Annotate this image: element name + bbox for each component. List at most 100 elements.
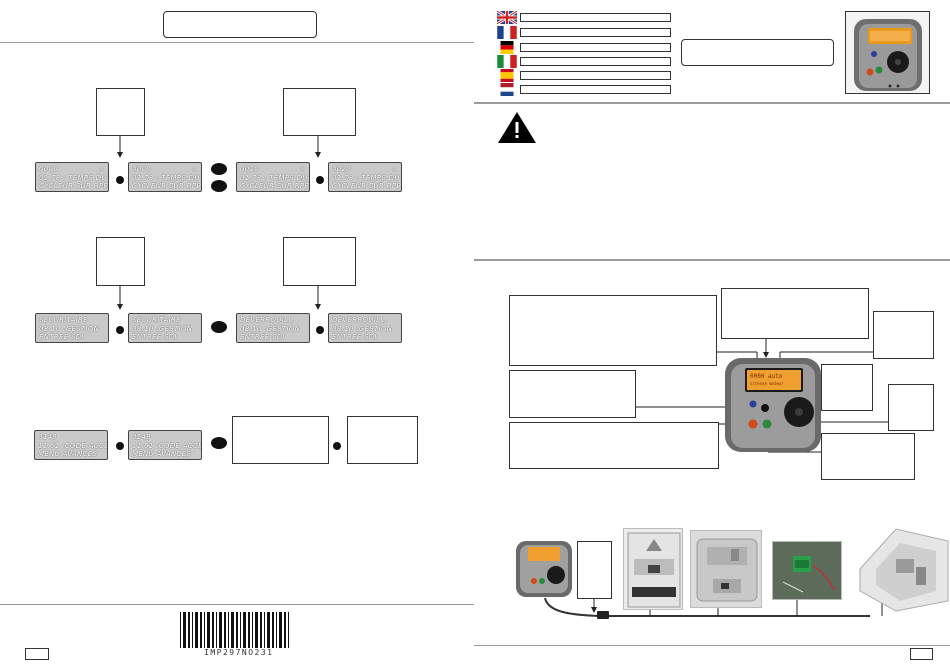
language-line-en — [520, 13, 671, 22]
barcode-bar — [240, 612, 241, 648]
device-screen-line2: vitesse moteur — [750, 381, 784, 386]
right-title-box — [681, 39, 834, 66]
left-top-divider — [0, 42, 474, 43]
barcode-bar — [204, 612, 205, 648]
barcode-bar — [200, 612, 202, 648]
left-title-box — [163, 11, 317, 38]
cable-label-box — [577, 541, 612, 599]
lcd-panel: DEVERROUILL. 08.10 :GESTION ENTREE SDI — [236, 313, 310, 343]
step-box-2 — [283, 88, 356, 136]
language-line-nl — [520, 85, 671, 94]
language-line-es — [520, 71, 671, 80]
barcode-bar — [216, 612, 217, 648]
barcode-bar — [252, 612, 253, 648]
callout-box-6 — [888, 384, 934, 431]
drive-open-photo — [856, 521, 950, 612]
m-button-icon[interactable] — [116, 442, 124, 450]
callout-box-2 — [721, 288, 869, 339]
m-button-icon[interactable] — [333, 442, 341, 450]
m-button-icon[interactable] — [116, 326, 124, 334]
barcode-bar — [288, 612, 289, 648]
lcd-panel: SECURITAIRE 08.10 :GESTION ENTREE SDI — [35, 313, 109, 343]
right-divider-1 — [474, 102, 950, 104]
step-box-3 — [96, 237, 145, 286]
callout-box-3 — [873, 311, 934, 359]
right-divider-2 — [474, 259, 950, 261]
barcode-bar — [272, 612, 274, 648]
barcode-bar — [231, 612, 234, 648]
lcd-indicator-icon: ◌ — [300, 167, 305, 173]
barcode-bar — [228, 612, 229, 648]
callout-box-4 — [509, 370, 636, 418]
barcode-bar — [248, 612, 250, 648]
joystick-up-icon[interactable] — [211, 180, 227, 192]
joystick-icon[interactable] — [211, 437, 227, 449]
m-button-icon[interactable] — [116, 176, 124, 184]
language-line-it — [520, 57, 671, 66]
lcd-panel: 0000 01.78 : TEMPS DU CYCLEUR SUR RPB ◌ — [35, 162, 109, 192]
barcode-bar — [255, 612, 258, 648]
barcode-bar — [243, 612, 246, 648]
barcode-bar — [183, 612, 186, 648]
step-box-1 — [96, 88, 145, 136]
barcode-bar — [192, 612, 193, 648]
barcode-number: IMP297NO231 — [204, 648, 274, 657]
lcd-panel: 0000 01.78 : TEMPS DU CYCLEUR SUR RPB ◌ — [128, 162, 202, 192]
lcd-panel: SECURITAIRE 08.10 :GESTION ENTREE SDI — [128, 313, 202, 343]
language-line-fr — [520, 28, 671, 37]
joystick-right-icon[interactable] — [211, 163, 227, 175]
step-box-5 — [232, 416, 329, 464]
italy-flag-icon — [497, 55, 517, 68]
spain-flag-icon — [500, 69, 514, 82]
barcode-bar — [180, 612, 181, 648]
device-screen-line1: 0000 auto — [750, 373, 783, 380]
germany-flag-icon — [500, 41, 514, 54]
drive-front-photo — [690, 530, 762, 608]
left-bottom-divider — [0, 604, 474, 605]
lcd-panel: 0020 01.78 : TEMPS DU CYCLEUR SUR RPB ◌ — [236, 162, 310, 192]
barcode — [178, 612, 292, 648]
right-page-number-box — [910, 648, 933, 660]
barcode-bar — [276, 612, 277, 648]
lcd-panel: 0149 11.61 :CODE ACCES MENU AVANCES — [128, 430, 202, 460]
barcode-bar — [279, 612, 282, 648]
m-button-icon[interactable] — [316, 176, 324, 184]
warning-triangle-icon — [498, 112, 536, 143]
lcd-panel: 0149 11.61 :CODE ACCES MENU AVANCES — [34, 430, 108, 460]
left-page-number-box — [25, 648, 49, 660]
netherlands-flag-icon — [500, 83, 514, 96]
callout-box-7 — [509, 422, 719, 469]
barcode-bar — [284, 612, 286, 648]
drive-board-photo — [623, 528, 683, 610]
keypad-photo-small — [514, 537, 574, 599]
m-button-icon[interactable] — [316, 326, 324, 334]
france-flag-icon — [497, 26, 517, 39]
right-bottom-divider — [474, 645, 950, 646]
joystick-icon[interactable] — [211, 321, 227, 333]
barcode-bar — [188, 612, 190, 648]
callout-box-1 — [509, 295, 717, 366]
connector-plug-icon — [597, 611, 609, 619]
lcd-indicator-icon: ◌ — [99, 167, 104, 173]
step-box-4 — [283, 237, 356, 286]
lcd-indicator-icon: ◌ — [192, 167, 197, 173]
language-line-de — [520, 43, 671, 52]
callout-box-8 — [821, 433, 915, 480]
barcode-bar — [224, 612, 226, 648]
keypad-photo — [845, 11, 930, 94]
lcd-panel: DEVERROUILL. 08.10 :GESTION ENTREE SDI — [328, 313, 402, 343]
barcode-bar — [212, 612, 214, 648]
terminal-block-photo — [772, 541, 842, 600]
barcode-bar — [207, 612, 210, 648]
barcode-bar — [267, 612, 270, 648]
keypad-device: 0000 auto vitesse moteur — [723, 356, 823, 454]
uk-flag-icon — [497, 11, 517, 24]
barcode-bar — [195, 612, 198, 648]
callout-box-5 — [821, 364, 873, 411]
step-box-6 — [347, 416, 418, 464]
barcode-bar — [219, 612, 222, 648]
barcode-bar — [264, 612, 265, 648]
barcode-bar — [236, 612, 238, 648]
barcode-bar — [260, 612, 262, 648]
lcd-indicator-icon: ◌ — [392, 167, 397, 173]
